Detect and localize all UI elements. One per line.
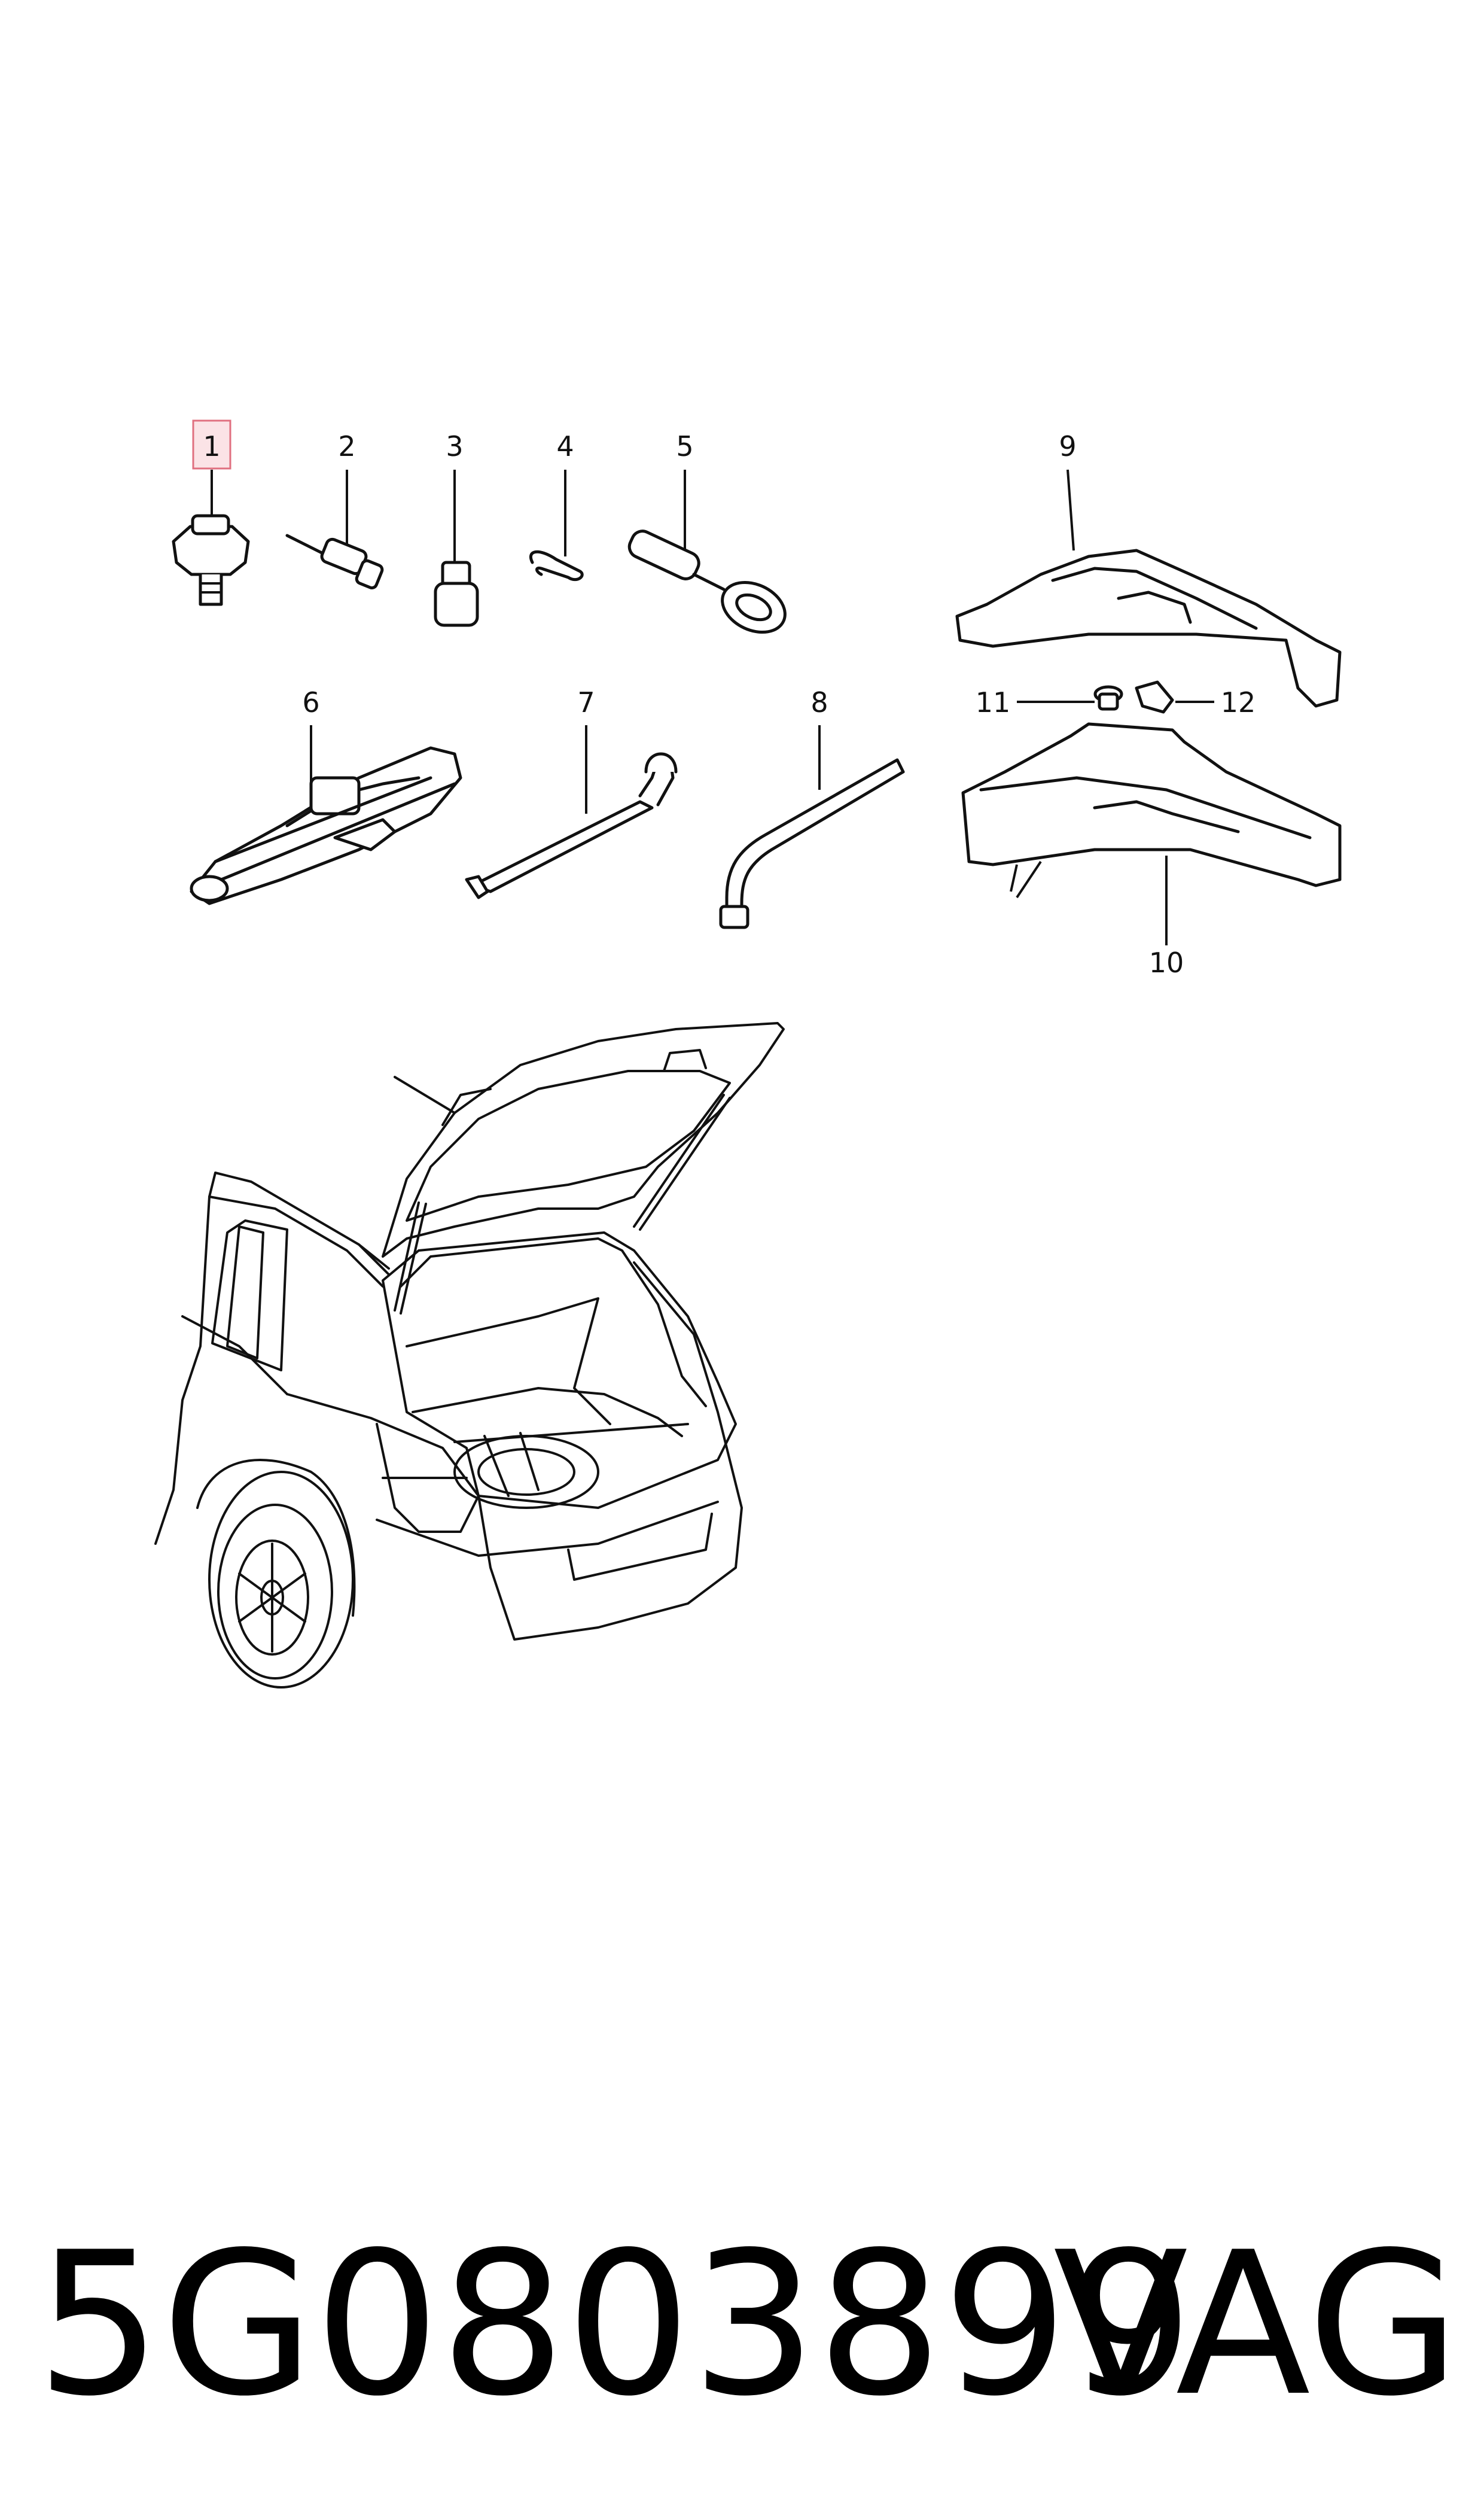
part-tow-eye[interactable] — [626, 528, 793, 642]
car-rear-illustration — [154, 1022, 785, 1689]
part-foam-tray-lower[interactable] — [961, 722, 1342, 899]
callout-6-label: 6 — [302, 686, 319, 719]
callout-5-label: 5 — [676, 430, 693, 463]
callout-7[interactable]: 7 — [577, 686, 595, 814]
callout-10[interactable]: 10 — [1149, 856, 1184, 979]
part-plug[interactable] — [1093, 685, 1123, 711]
part-clip[interactable] — [529, 550, 584, 582]
part-plug-tool[interactable] — [285, 534, 384, 589]
callout-3-label: 3 — [446, 430, 463, 463]
part-jack-handle[interactable] — [465, 752, 678, 899]
callout-4-label: 4 — [556, 430, 574, 463]
callout-10-label: 10 — [1149, 947, 1184, 979]
callout-12[interactable]: 12 — [1175, 686, 1256, 719]
callout-9[interactable]: 9 — [1059, 430, 1077, 551]
callout-11[interactable]: 11 — [976, 686, 1095, 719]
callout-2[interactable]: 2 — [338, 430, 356, 544]
brand-text: VAG — [1053, 2210, 1460, 2439]
callout-8-label: 8 — [810, 686, 828, 719]
callout-11-label: 11 — [976, 686, 1011, 719]
callout-3[interactable]: 3 — [446, 430, 464, 565]
part-bolt[interactable] — [172, 514, 250, 606]
callout-9-label: 9 — [1059, 430, 1076, 463]
callout-1[interactable]: 1 — [192, 419, 231, 521]
callout-12-label: 12 — [1221, 686, 1256, 719]
part-wheel-brace[interactable] — [719, 758, 905, 929]
part-cap[interactable] — [434, 561, 479, 627]
callout-4[interactable]: 4 — [556, 430, 574, 556]
callout-2-label: 2 — [338, 430, 355, 463]
callout-1-label: 1 — [203, 430, 220, 463]
part-wedge[interactable] — [1135, 680, 1174, 714]
callout-1-highlight — [192, 419, 231, 470]
callout-9-leader — [1066, 469, 1075, 551]
part-scissor-jack[interactable] — [190, 746, 462, 905]
callout-8[interactable]: 8 — [810, 686, 828, 790]
part-foam-tray-upper[interactable] — [955, 549, 1342, 708]
callout-6[interactable]: 6 — [302, 686, 320, 790]
part-number-text: 5G0803899 — [36, 2210, 1194, 2439]
callout-7-label: 7 — [577, 686, 595, 719]
